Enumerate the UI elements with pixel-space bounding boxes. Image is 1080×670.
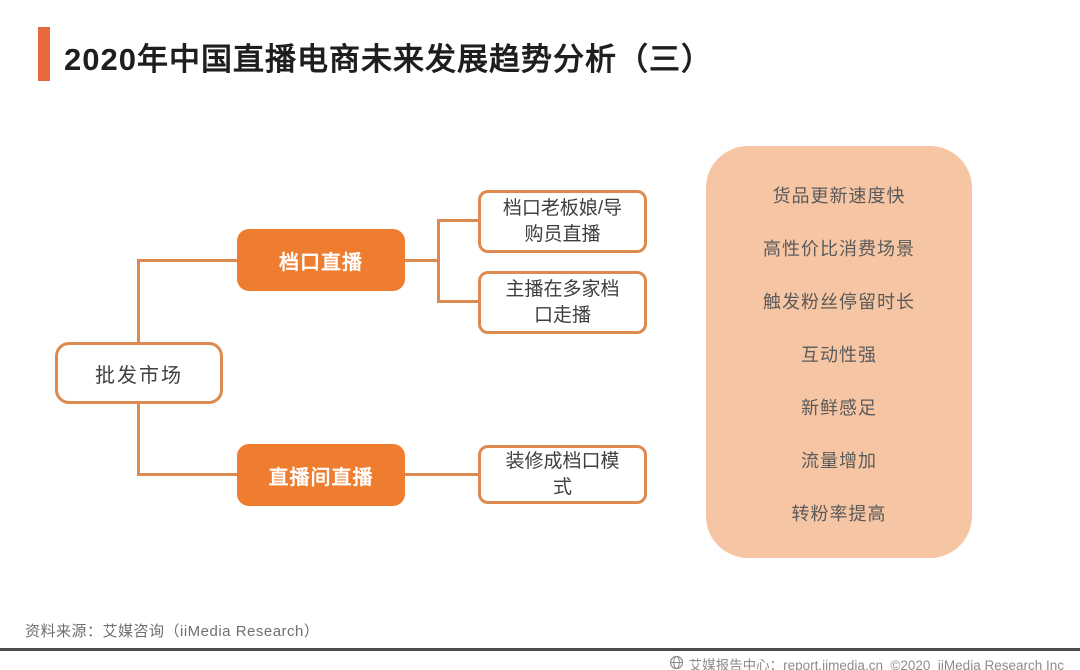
benefit-item: 触发粉丝停留时长: [763, 292, 915, 312]
node-decorated-stall-mode: 装修成档口模式: [478, 445, 647, 504]
title-accent-bar: [38, 27, 50, 81]
benefit-item: 互动性强: [801, 345, 877, 365]
connector-line: [137, 259, 140, 345]
connector-line: [405, 473, 478, 476]
connector-line: [137, 404, 140, 476]
node-stall-livestream: 档口直播: [237, 229, 405, 291]
node-stall-owner-livestream: 档口老板娘/导购员直播: [478, 190, 647, 253]
benefit-item: 高性价比消费场景: [763, 239, 915, 259]
benefit-item: 货品更新速度快: [772, 186, 906, 206]
footer-divider: [0, 648, 1080, 651]
source-note: 资料来源：艾媒咨询（iiMedia Research）: [25, 623, 320, 640]
footer-credit: 艾媒报告中心：report.iimedia.cn ©2020 iiMedia R…: [669, 654, 1064, 670]
connector-line: [439, 300, 478, 303]
connector-line: [439, 219, 478, 222]
footer-credit-text: 艾媒报告中心：report.iimedia.cn ©2020 iiMedia R…: [688, 658, 1064, 670]
benefit-item: 新鲜感足: [801, 398, 877, 418]
benefit-item: 流量增加: [801, 451, 877, 471]
connector-line: [137, 473, 238, 476]
globe-icon: [669, 655, 684, 670]
page-title: 2020年中国直播电商未来发展趋势分析（三）: [64, 42, 713, 77]
node-host-multi-stall: 主播在多家档口走播: [478, 271, 647, 334]
node-studio-livestream: 直播间直播: [237, 444, 405, 506]
node-wholesale-market: 批发市场: [55, 342, 223, 404]
benefits-panel: 货品更新速度快 高性价比消费场景 触发粉丝停留时长 互动性强 新鲜感足 流量增加…: [706, 146, 972, 558]
connector-line: [405, 259, 439, 262]
connector-line: [137, 259, 238, 262]
connector-line: [437, 219, 440, 303]
benefit-item: 转粉率提高: [791, 504, 887, 524]
